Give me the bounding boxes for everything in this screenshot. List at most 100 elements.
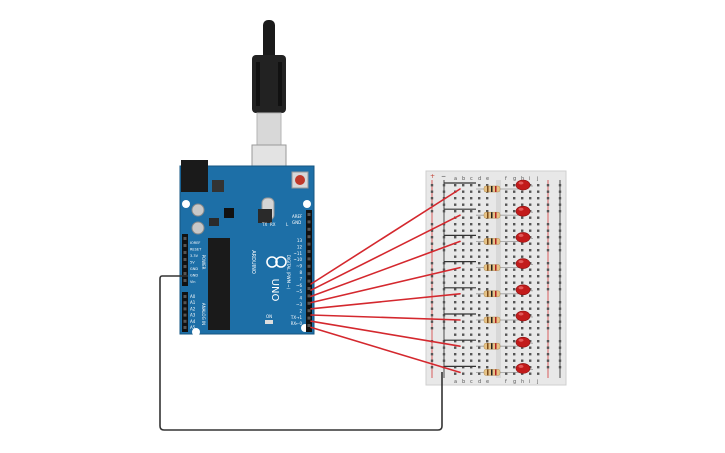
rail-hole[interactable] — [546, 190, 550, 193]
rail-hole[interactable] — [442, 236, 446, 239]
breadboard-hole[interactable] — [513, 320, 516, 323]
breadboard-hole[interactable] — [513, 281, 516, 284]
breadboard-hole[interactable] — [478, 359, 481, 362]
breadboard-hole[interactable] — [505, 236, 508, 239]
red-led[interactable] — [515, 336, 531, 348]
breadboard-hole[interactable] — [505, 190, 508, 193]
digital-pin-hole[interactable] — [307, 279, 311, 283]
red-wire[interactable] — [310, 292, 461, 310]
rail-hole[interactable] — [442, 346, 446, 349]
breadboard-hole[interactable] — [529, 372, 532, 375]
breadboard-hole[interactable] — [478, 372, 481, 375]
red-wire[interactable] — [310, 214, 461, 292]
rail-hole[interactable] — [430, 236, 434, 239]
rail-hole[interactable] — [442, 184, 446, 187]
breadboard-hole[interactable] — [486, 366, 489, 369]
breadboard-hole[interactable] — [537, 353, 540, 356]
breadboard-hole[interactable] — [470, 346, 473, 349]
power-analog-pins[interactable] — [183, 237, 187, 329]
breadboard-hole[interactable] — [462, 301, 465, 304]
breadboard-hole[interactable] — [486, 288, 489, 291]
red-led[interactable] — [515, 258, 531, 269]
breadboard-hole[interactable] — [521, 255, 524, 258]
breadboard-hole[interactable] — [470, 255, 473, 258]
analog-header[interactable] — [182, 292, 188, 332]
breadboard-hole[interactable] — [521, 281, 524, 284]
breadboard-hole[interactable] — [505, 294, 508, 297]
rail-hole[interactable] — [430, 301, 434, 304]
breadboard-hole[interactable] — [537, 268, 540, 271]
breadboard-hole[interactable] — [470, 294, 473, 297]
breadboard-hole[interactable] — [529, 249, 532, 252]
rail-hole[interactable] — [558, 314, 562, 317]
breadboard-hole[interactable] — [454, 294, 457, 297]
breadboard-hole[interactable] — [454, 359, 457, 362]
breadboard-hole[interactable] — [537, 236, 540, 239]
rail-hole[interactable] — [430, 288, 434, 291]
digital-pin-hole[interactable] — [307, 316, 311, 320]
breadboard-hole[interactable] — [505, 301, 508, 304]
breadboard-hole[interactable] — [529, 366, 532, 369]
breadboard-hole[interactable] — [462, 216, 465, 219]
breadboard-hole[interactable] — [454, 255, 457, 258]
digital-pin-hole[interactable] — [307, 220, 311, 224]
breadboard-hole[interactable] — [486, 333, 489, 336]
breadboard-hole[interactable] — [462, 275, 465, 278]
rail-hole[interactable] — [546, 327, 550, 330]
breadboard-hole[interactable] — [529, 327, 532, 330]
breadboard-hole[interactable] — [537, 333, 540, 336]
breadboard-hole[interactable] — [505, 223, 508, 226]
breadboard-hole[interactable] — [537, 314, 540, 317]
breadboard-hole[interactable] — [470, 262, 473, 265]
breadboard-hole[interactable] — [462, 346, 465, 349]
breadboard-hole[interactable] — [505, 197, 508, 200]
reset-button[interactable] — [295, 175, 305, 185]
breadboard-hole[interactable] — [486, 353, 489, 356]
breadboard-hole[interactable] — [454, 307, 457, 310]
rail-hole[interactable] — [442, 301, 446, 304]
breadboard-hole[interactable] — [462, 210, 465, 213]
rail-hole[interactable] — [558, 190, 562, 193]
rail-hole[interactable] — [442, 353, 446, 356]
breadboard-hole[interactable] — [529, 353, 532, 356]
breadboard-hole[interactable] — [537, 203, 540, 206]
breadboard-hole[interactable] — [462, 190, 465, 193]
rail-hole[interactable] — [430, 210, 434, 213]
digital-pin-hole[interactable] — [307, 227, 311, 231]
breadboard-hole[interactable] — [454, 229, 457, 232]
rail-hole[interactable] — [546, 301, 550, 304]
red-led[interactable] — [515, 205, 531, 217]
analog-pin-hole[interactable] — [183, 313, 187, 317]
breadboard-hole[interactable] — [454, 249, 457, 252]
breadboard-hole[interactable] — [521, 353, 524, 356]
breadboard-hole[interactable] — [513, 333, 516, 336]
breadboard-hole[interactable] — [454, 236, 457, 239]
rail-hole[interactable] — [430, 229, 434, 232]
breadboard-hole[interactable] — [521, 190, 524, 193]
rail-hole[interactable] — [546, 275, 550, 278]
analog-pin-hole[interactable] — [183, 295, 187, 298]
breadboard-hole[interactable] — [537, 229, 540, 232]
breadboard-hole[interactable] — [537, 340, 540, 343]
red-wire[interactable] — [310, 266, 461, 304]
power-pin-hole[interactable] — [183, 279, 187, 282]
breadboard-hole[interactable] — [537, 216, 540, 219]
breadboard-hole[interactable] — [462, 268, 465, 271]
rail-hole[interactable] — [558, 236, 562, 239]
breadboard-hole[interactable] — [521, 307, 524, 310]
breadboard-hole[interactable] — [537, 366, 540, 369]
breadboard-hole[interactable] — [462, 307, 465, 310]
breadboard-hole[interactable] — [529, 320, 532, 323]
breadboard-hole[interactable] — [513, 327, 516, 330]
breadboard-hole[interactable] — [470, 229, 473, 232]
red-wire[interactable] — [310, 326, 461, 374]
rail-hole[interactable] — [558, 327, 562, 330]
rail-hole[interactable] — [558, 197, 562, 200]
breadboard-hole[interactable] — [478, 288, 481, 291]
digital-pin-hole[interactable] — [307, 264, 311, 268]
breadboard-hole[interactable] — [462, 333, 465, 336]
digital-pin-hole[interactable] — [307, 324, 311, 327]
digital-pin-hole[interactable] — [307, 287, 311, 290]
rail-hole[interactable] — [558, 340, 562, 343]
